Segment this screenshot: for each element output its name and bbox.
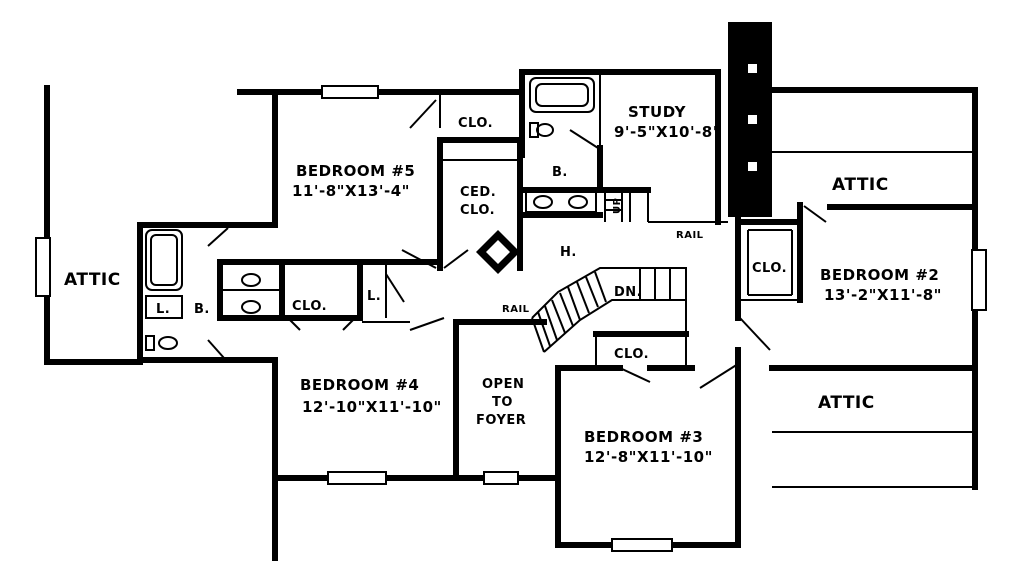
open-to-foyer-line1: OPEN [482, 377, 524, 392]
bathtub-icon [145, 229, 183, 291]
linen-middle-label: L. [367, 289, 381, 304]
closet-bed5-label: CLO. [458, 116, 493, 131]
staircase [531, 190, 687, 353]
bedroom3-dims: 12'-8"X11'-10" [584, 448, 713, 466]
bathtub-icon [529, 77, 595, 113]
fixtures [145, 77, 597, 351]
vanity-icon [525, 191, 597, 213]
attic-right-bottom-label: ATTIC [818, 393, 875, 413]
stairs-up-label: UP [612, 198, 623, 214]
open-to-foyer-line2: TO [492, 395, 513, 410]
bedroom5-name: BEDROOM #5 [296, 162, 415, 180]
windows [35, 85, 987, 552]
attic-left-label: ATTIC [64, 270, 121, 290]
bedroom4-name: BEDROOM #4 [300, 376, 419, 394]
study-dims: 9'-5"X10'-8" [614, 123, 721, 141]
window-icon [321, 85, 379, 99]
bedroom2-name: BEDROOM #2 [820, 266, 939, 284]
window-icon [35, 237, 51, 297]
sink-icon [241, 273, 261, 287]
window-icon [971, 249, 987, 311]
window-icon [611, 538, 673, 552]
sink-icon [241, 300, 261, 314]
hall-label: H. [560, 245, 577, 260]
window-icon [483, 471, 519, 485]
doors [207, 99, 827, 389]
bedroom4-dims: 12'-10"X11'-10" [302, 398, 442, 416]
labels: BEDROOM #5 11'-8"X13'-4" STUDY 9'-5"X10'… [64, 103, 942, 466]
bath-left-label: B. [194, 302, 210, 317]
closet-middle-label: CLO. [292, 299, 327, 314]
open-to-foyer-line3: FOYER [476, 413, 526, 428]
toilet-icon [536, 123, 554, 137]
fireplace [476, 230, 520, 274]
cedar-closet-label-1: CED. [460, 185, 496, 200]
bedroom2-dims: 13'-2"X11'-8" [824, 286, 942, 304]
closet-bed2-label: CLO. [752, 261, 787, 276]
exterior-walls [44, 22, 978, 561]
closet-bed3-label: CLO. [614, 347, 649, 362]
attic-right-top-label: ATTIC [832, 175, 889, 195]
linen-left-label: L. [156, 302, 170, 317]
study-name: STUDY [628, 103, 687, 121]
bedroom5-dims: 11'-8"X13'-4" [292, 182, 410, 200]
bath-study-label: B. [552, 165, 568, 180]
rail-right-label: RAIL [676, 230, 704, 241]
toilet-icon [158, 336, 178, 350]
rail-left-label: RAIL [502, 304, 530, 315]
cedar-closet-label-2: CLO. [460, 203, 495, 218]
bedroom3-name: BEDROOM #3 [584, 428, 703, 446]
window-icon [327, 471, 387, 485]
stairs-down-label: DN. [614, 285, 642, 300]
interior-walls [217, 69, 803, 481]
